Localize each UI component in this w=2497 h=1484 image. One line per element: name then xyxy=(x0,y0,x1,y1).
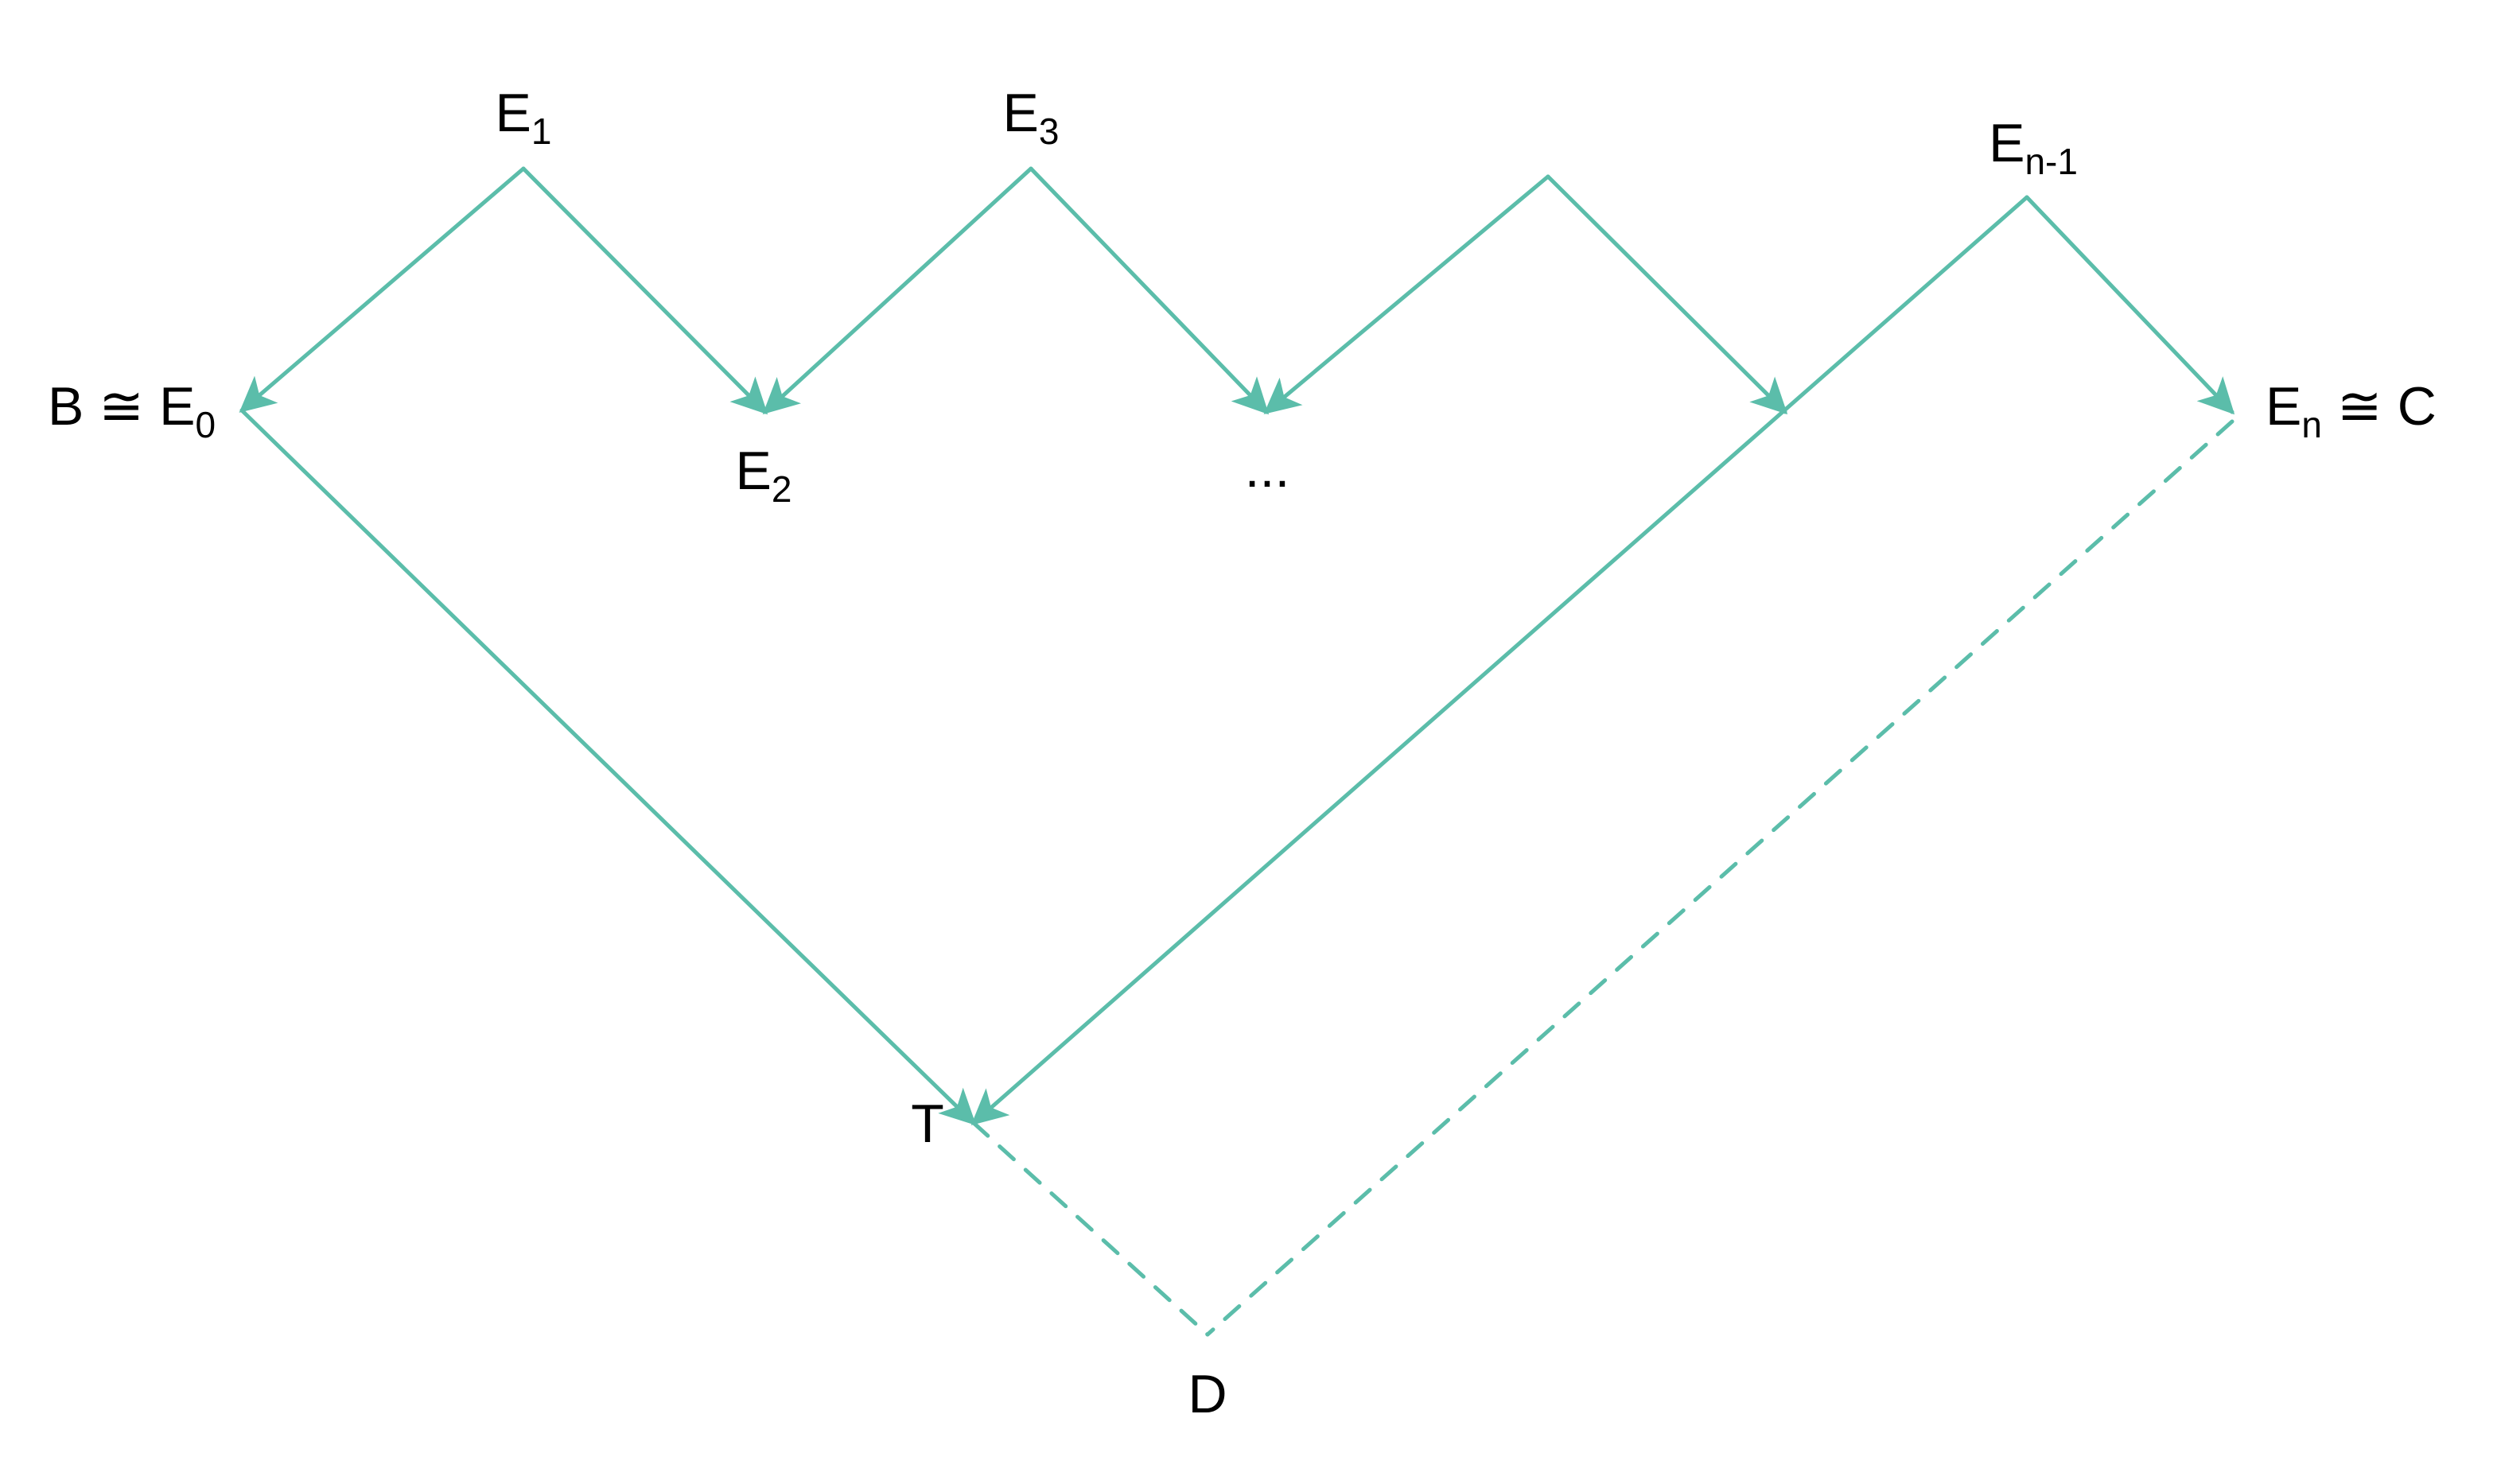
node-ellipsis: ... xyxy=(1245,438,1290,499)
node-d-main: D xyxy=(1188,1364,1227,1424)
node-en-minus-1-sub: n-1 xyxy=(2024,141,2077,182)
edge-unlabeled-top-to-unlabeled-bottom xyxy=(1546,174,1788,415)
node-t: T xyxy=(911,1094,944,1154)
node-en-sub: n xyxy=(2301,404,2322,445)
node-en-c: En ≅ C xyxy=(2266,376,2437,445)
edge-en1-to-t xyxy=(970,195,2029,1125)
node-d: D xyxy=(1188,1364,1227,1424)
node-e2: E2 xyxy=(736,441,792,510)
node-e3-sub: 3 xyxy=(1039,111,1060,152)
node-b-e0: B ≅ E0 xyxy=(48,376,216,445)
node-ellipsis-main: ... xyxy=(1245,438,1290,499)
edge-e3-to-dots xyxy=(1029,166,1270,415)
node-en-minus-1-main: E xyxy=(1989,113,2024,173)
node-en-minus-1: En-1 xyxy=(1989,113,2078,182)
node-b-prefix: B ≅ xyxy=(48,376,159,437)
node-b-main: E xyxy=(159,376,195,437)
node-en-suffix: ≅ C xyxy=(2322,376,2437,437)
node-e3-main: E xyxy=(1003,83,1039,143)
node-t-main: T xyxy=(911,1094,944,1154)
node-en-main: E xyxy=(2266,376,2301,437)
node-e1-main: E xyxy=(496,83,531,143)
edge-e3-to-e2 xyxy=(762,166,1033,415)
edge-unlabeled-top-to-dots xyxy=(1263,174,1550,414)
edge-b-to-t xyxy=(239,408,977,1126)
edge-en1-to-en xyxy=(2024,195,2235,415)
node-e1: E1 xyxy=(496,83,552,152)
node-e1-sub: 1 xyxy=(531,111,552,152)
node-e2-main: E xyxy=(736,441,772,501)
node-b-sub: 0 xyxy=(195,404,216,445)
edge-t-to-d xyxy=(971,1121,1210,1337)
edges-layer xyxy=(239,166,2235,1337)
edge-en-to-d xyxy=(1205,419,2234,1337)
edge-e1-to-b xyxy=(239,166,526,413)
node-e2-sub: 2 xyxy=(772,468,792,510)
node-e3: E3 xyxy=(1003,83,1060,152)
edge-e1-to-e2 xyxy=(521,166,768,415)
